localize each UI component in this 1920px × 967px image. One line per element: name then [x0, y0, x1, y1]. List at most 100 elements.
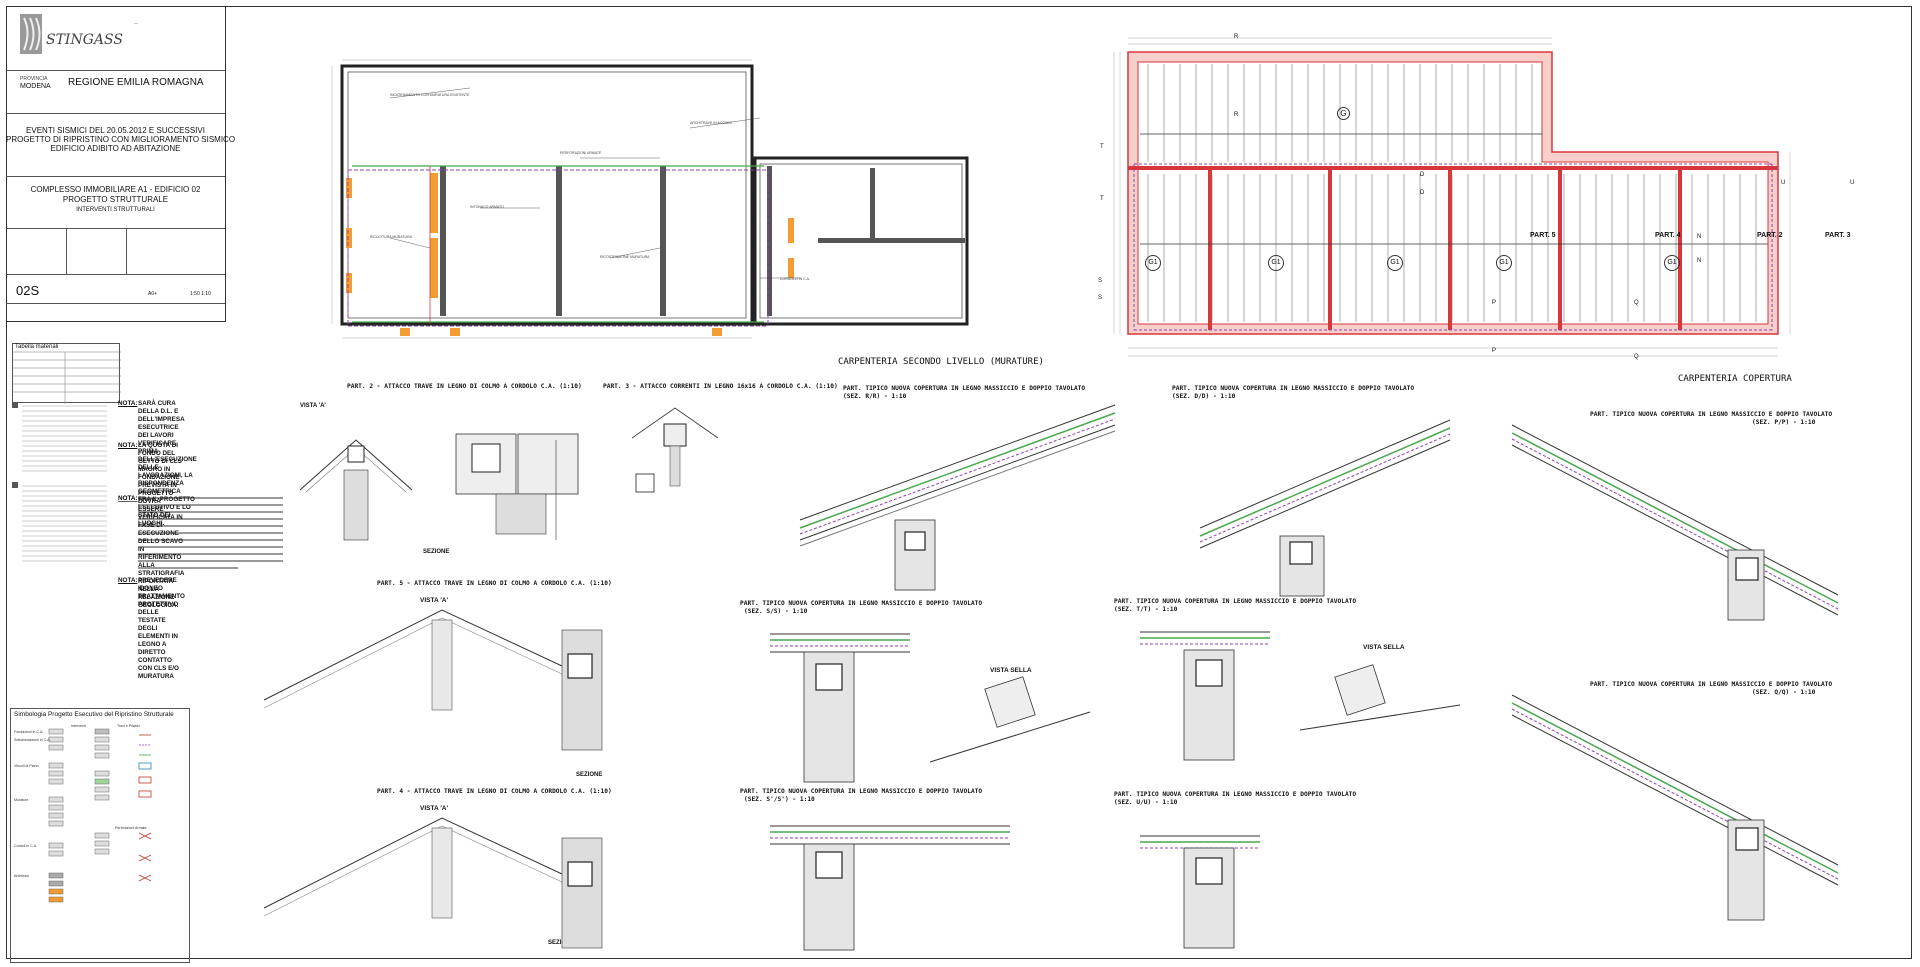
label-sezione-2: SEZIONE: [548, 940, 575, 946]
beam-tag-g1-1: G1: [1145, 255, 1161, 271]
company-address: —: [134, 20, 138, 25]
logo-wordmark: STINGASS: [46, 32, 123, 48]
detail-sec-s1s1-sub: (SEZ. S'/S') - 1:10: [744, 796, 815, 803]
svg-text:Travi e Pilastri: Travi e Pilastri: [117, 724, 140, 728]
detail-sec-rr-sub: (SEZ. R/R) - 1:10: [843, 393, 907, 400]
detail-sec-tt-sub: (SEZ. T/T) - 1:10: [1114, 606, 1178, 613]
company-logo: STINGASS: [16, 12, 123, 60]
province-label: PROVINCIA: [20, 76, 48, 82]
note-2: NOTA: LA QUOTA DI FONDO DEL GETTO DI CLS…: [118, 442, 184, 609]
project-row: EVENTI SISMICI DEL 20.05.2012 E SUCCESSI…: [6, 113, 236, 163]
note-3-paragraph-lines: NOTA:: [118, 495, 283, 569]
section-mark-s-left: S: [1098, 278, 1103, 284]
project-line-1: EVENTI SISMICI DEL 20.05.2012 E SUCCESSI…: [26, 126, 205, 135]
detail-part4-drawing: [263, 817, 603, 949]
section-mark-t-left-2: T: [1100, 196, 1104, 202]
beam-tag-g1-4: G1: [1496, 255, 1512, 271]
roof-part-2-label: PART. 2: [1757, 232, 1783, 239]
detail-sec-uu-drawing: [1140, 835, 1260, 949]
section-mark-r-top: R: [1234, 34, 1239, 40]
beam-tag-g1-5: G1: [1664, 255, 1680, 271]
svg-text:Sottofondazioni in C.A.: Sottofondazioni in C.A.: [14, 738, 51, 742]
drawing-sheet-border: [6, 6, 1912, 959]
detail-sec-s1s1-title: PART. TIPICO NUOVA COPERTURA IN LEGNO MA…: [740, 788, 983, 795]
section-mark-u-right: U: [1850, 180, 1855, 186]
detail-part5-view: VISTA 'A': [420, 597, 449, 604]
province-value: MODENA: [20, 83, 51, 90]
detail-sec-dd-sub: (SEZ. D/D) - 1:10: [1172, 393, 1236, 400]
detail-part5-drawing: [263, 609, 603, 751]
sheet-info-row: 02S A0+ 1:50 1:10: [6, 274, 225, 322]
label-vista-sella-1: VISTA SELLA: [990, 667, 1032, 674]
note-3-line-1: PREVEDERE IDONEO TRATTAMENTO PROTETTIVO: [138, 577, 185, 608]
svg-text:ARCHITRAVE IN ACCIAIO: ARCHITRAVE IN ACCIAIO: [690, 121, 732, 125]
svg-text:INTONACO ARMATO: INTONACO ARMATO: [470, 205, 504, 209]
plan-second-level: INCATENAMENTO CON MURATURA ESISTENTE INTO…: [331, 59, 969, 339]
section-mark-s-left-2: S: [1098, 295, 1103, 301]
note-1-label: NOTA:: [118, 400, 138, 407]
detail-sec-qq-drawing: [1511, 694, 1839, 921]
detail-part2-title: PART. 2 - ATTACCO TRAVE IN LEGNO DI COLM…: [347, 383, 582, 390]
beam-tag-g1-2: G1: [1268, 255, 1284, 271]
svg-text:Architravi: Architravi: [14, 874, 29, 878]
svg-text:INCATENAMENTO CON MURATURA ESI: INCATENAMENTO CON MURATURA ESISTENTE: [390, 93, 470, 97]
detail-sec-uu-title: PART. TIPICO NUOVA COPERTURA IN LEGNO MA…: [1114, 791, 1357, 798]
beam-tag-g: G: [1337, 107, 1350, 120]
beam-tag-g1-3: G1: [1387, 255, 1403, 271]
note-3-line-3: DIRETTO CONTATTO CON CLS E/O MURATURA: [138, 649, 179, 680]
logo-mark: STINGASS: [20, 14, 123, 54]
svg-text:Murature: Murature: [14, 798, 28, 802]
section-mark-u-left: U: [1781, 180, 1786, 186]
detail-sec-pp-title: PART. TIPICO NUOVA COPERTURA IN LEGNO MA…: [1590, 411, 1833, 418]
section-mark-d-top: D: [1420, 172, 1425, 178]
detail-part2-view: VISTA 'A': [300, 403, 326, 409]
note-1-line-3: DELLE LAVORAZIONI, LA RISPONDENZA GEOMET…: [138, 464, 193, 495]
section-mark-t-left: T: [1100, 144, 1104, 150]
detail-sec-tt-title: PART. TIPICO NUOVA COPERTURA IN LEGNO MA…: [1114, 598, 1357, 605]
section-mark-r-bottom: R: [1234, 112, 1239, 118]
materials-table-title: Tabella materiali: [15, 344, 59, 350]
section-mark-n-bottom: N: [1697, 258, 1702, 264]
detail-sec-rr-drawing: [799, 404, 1116, 591]
detail-sec-pp-drawing: [1511, 424, 1839, 621]
detail-sec-ss-title: PART. TIPICO NUOVA COPERTURA IN LEGNO MA…: [740, 600, 983, 607]
section-mark-p-top: P: [1492, 300, 1497, 306]
roof-part-3-label: PART. 3: [1825, 232, 1851, 239]
subject-line-2: PROGETTO STRUTTURALE: [62, 195, 169, 204]
note-1-line-2: DEI LAVORI VERIFICARE, PRIMA DELL'ESECUZ…: [138, 432, 197, 463]
project-line-2: PROGETTO DI RIPRISTINO CON MIGLIORAMENTO…: [6, 135, 236, 144]
label-vista-sella-2: VISTA SELLA: [1363, 644, 1405, 651]
note-2-line-5: NELLA RELAZIONE GEOLOGICA.: [138, 586, 179, 609]
label-sezione-3: SEZIONE: [423, 549, 450, 555]
subject-row: COMPLESSO IMMOBILIARE A1 - EDIFICIO 02 P…: [6, 176, 225, 228]
note-2-line-2: FONDAZIONE PREVISTA IN PROGETTO DOVRA' E…: [138, 474, 180, 513]
detail-sec-ss-drawing: [770, 633, 1091, 783]
detail-sec-dd-title: PART. TIPICO NUOVA COPERTURA IN LEGNO MA…: [1172, 385, 1415, 392]
note-1-line-1: SARÀ CURA DELLA D.L. E DELL'IMPRESA ESEC…: [138, 400, 185, 431]
detail-sec-rr-title: PART. TIPICO NUOVA COPERTURA IN LEGNO MA…: [843, 385, 1086, 392]
label-sezione-1: SEZIONE: [576, 772, 603, 778]
roof-part-4-label: PART. 4: [1655, 232, 1681, 239]
detail-part3-drawing: [631, 407, 719, 493]
project-line-3: EDIFICIO ADIBITO AD ABITAZIONE: [50, 144, 181, 153]
svg-text:Cordoli in C.A.: Cordoli in C.A.: [14, 844, 37, 848]
note-2-label: NOTA:: [118, 442, 138, 449]
symbol-legend: Simbologia Progetto Esecutivo del Ripris…: [10, 708, 190, 963]
detail-sec-uu-sub: (SEZ. U/U) - 1:10: [1114, 799, 1178, 806]
detail-sec-qq-sub: (SEZ. Q/Q) - 1:10: [1752, 689, 1816, 696]
materials-table: Tabella materiali: [12, 343, 121, 404]
svg-text:NOTA:: NOTA:: [118, 495, 137, 502]
detail-part3-title: PART. 3 - ATTACCO CORRENTI IN LEGNO 16x1…: [603, 383, 838, 390]
note-1-line-4: TRA IL PROGETTO ESECUTIVO E LO STATO DEI…: [138, 496, 195, 527]
legend-title: Simbologia Progetto Esecutivo del Ripris…: [14, 711, 174, 718]
section-mark-p-bottom: P: [1492, 348, 1497, 354]
note-3: NOTA: PREVEDERE IDONEO TRATTAMENTO PROTE…: [118, 577, 185, 680]
signatures-row: [6, 228, 225, 275]
svg-text:RICUCITURA MURATURA: RICUCITURA MURATURA: [370, 235, 413, 239]
sheet-format: A0+: [148, 291, 158, 297]
sheet-scale: 1:50 1:10: [190, 291, 211, 297]
note-3-line-2: DELLE TESTATE DEGLI ELEMENTI IN LEGNO A: [138, 609, 178, 648]
detail-part5-title: PART. 5 - ATTACCO TRAVE IN LEGNO DI COLM…: [377, 580, 612, 587]
detail-part4-title: PART. 4 - ATTACCO TRAVE IN LEGNO DI COLM…: [377, 788, 612, 795]
detail-part2-drawing: [299, 433, 579, 541]
